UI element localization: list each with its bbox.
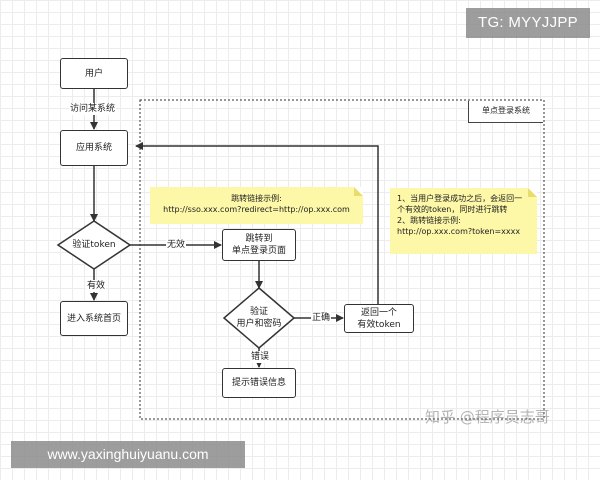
- verify-user-diamond-shape: [222, 287, 296, 349]
- node-error-info: 提示错误信息: [222, 368, 296, 398]
- node-verify-token-label: 验证token: [72, 240, 116, 250]
- note-redirect-example: 跳转链接示例: http://sso.xxx.com?redirect=http…: [150, 187, 363, 224]
- node-verify-user-line1: 验证: [249, 307, 268, 317]
- note-redirect-url: http://sso.xxx.com?redirect=http://op.xx…: [163, 205, 350, 214]
- verify-token-diamond-shape: [56, 220, 132, 270]
- edge-label-error: 错误: [250, 351, 271, 363]
- node-enter-home: 进入系统首页: [60, 301, 128, 336]
- node-error-info-label: 提示错误信息: [231, 378, 286, 388]
- node-redirect-sso: 跳转到 单点登录页面: [222, 229, 296, 261]
- note-success-line1: 1、当用户登录成功之后，会返回一: [397, 194, 523, 203]
- note-redirect-title: 跳转链接示例:: [231, 194, 282, 203]
- node-enter-home-label: 进入系统首页: [66, 313, 121, 324]
- node-verify-user-label: 验证 用户和密码: [224, 306, 294, 330]
- sso-region-label: 单点登录系统: [468, 101, 543, 123]
- edge-label-visit: 访问某系统: [69, 103, 117, 115]
- node-app-system: 应用系统: [60, 130, 128, 166]
- node-return-line1: 返回一个: [360, 307, 397, 318]
- edge-label-valid: 有效: [86, 280, 107, 292]
- node-verify-user-line2: 用户和密码: [236, 319, 282, 329]
- edge-return-to-app: [135, 142, 379, 304]
- node-redirect-line2: 单点登录页面: [231, 246, 286, 256]
- tg-badge: TG: MYYJJPP: [466, 8, 590, 38]
- node-return-line2: 有效token: [357, 319, 401, 330]
- note-success-corner: [528, 188, 537, 197]
- note-success: 1、当用户登录成功之后，会返回一 个有效的token，同时进行跳转 2、跳转链接…: [390, 188, 537, 254]
- node-redirect-line1: 跳转到: [245, 234, 273, 244]
- note-success-line3: 2、跳转链接示例:: [397, 216, 461, 225]
- edge-label-correct: 正确: [311, 312, 332, 324]
- note-redirect-corner: [354, 187, 363, 196]
- edge-label-invalid: 无效: [166, 239, 187, 251]
- note-success-line4: http://op.xxx.com?token=xxxx: [397, 227, 521, 236]
- site-badge: www.yaxinghuiyuanu.com: [11, 441, 245, 468]
- node-app-system-label: 应用系统: [75, 143, 112, 153]
- node-user: 用户: [60, 58, 128, 89]
- node-user-label: 用户: [84, 68, 103, 79]
- sso-region-border: [139, 99, 545, 420]
- note-success-line2: 个有效的token，同时进行跳转: [397, 205, 508, 214]
- zhihu-watermark: 知乎 @程序员志哥: [425, 408, 550, 426]
- node-return-token: 返回一个 有效token: [344, 304, 414, 333]
